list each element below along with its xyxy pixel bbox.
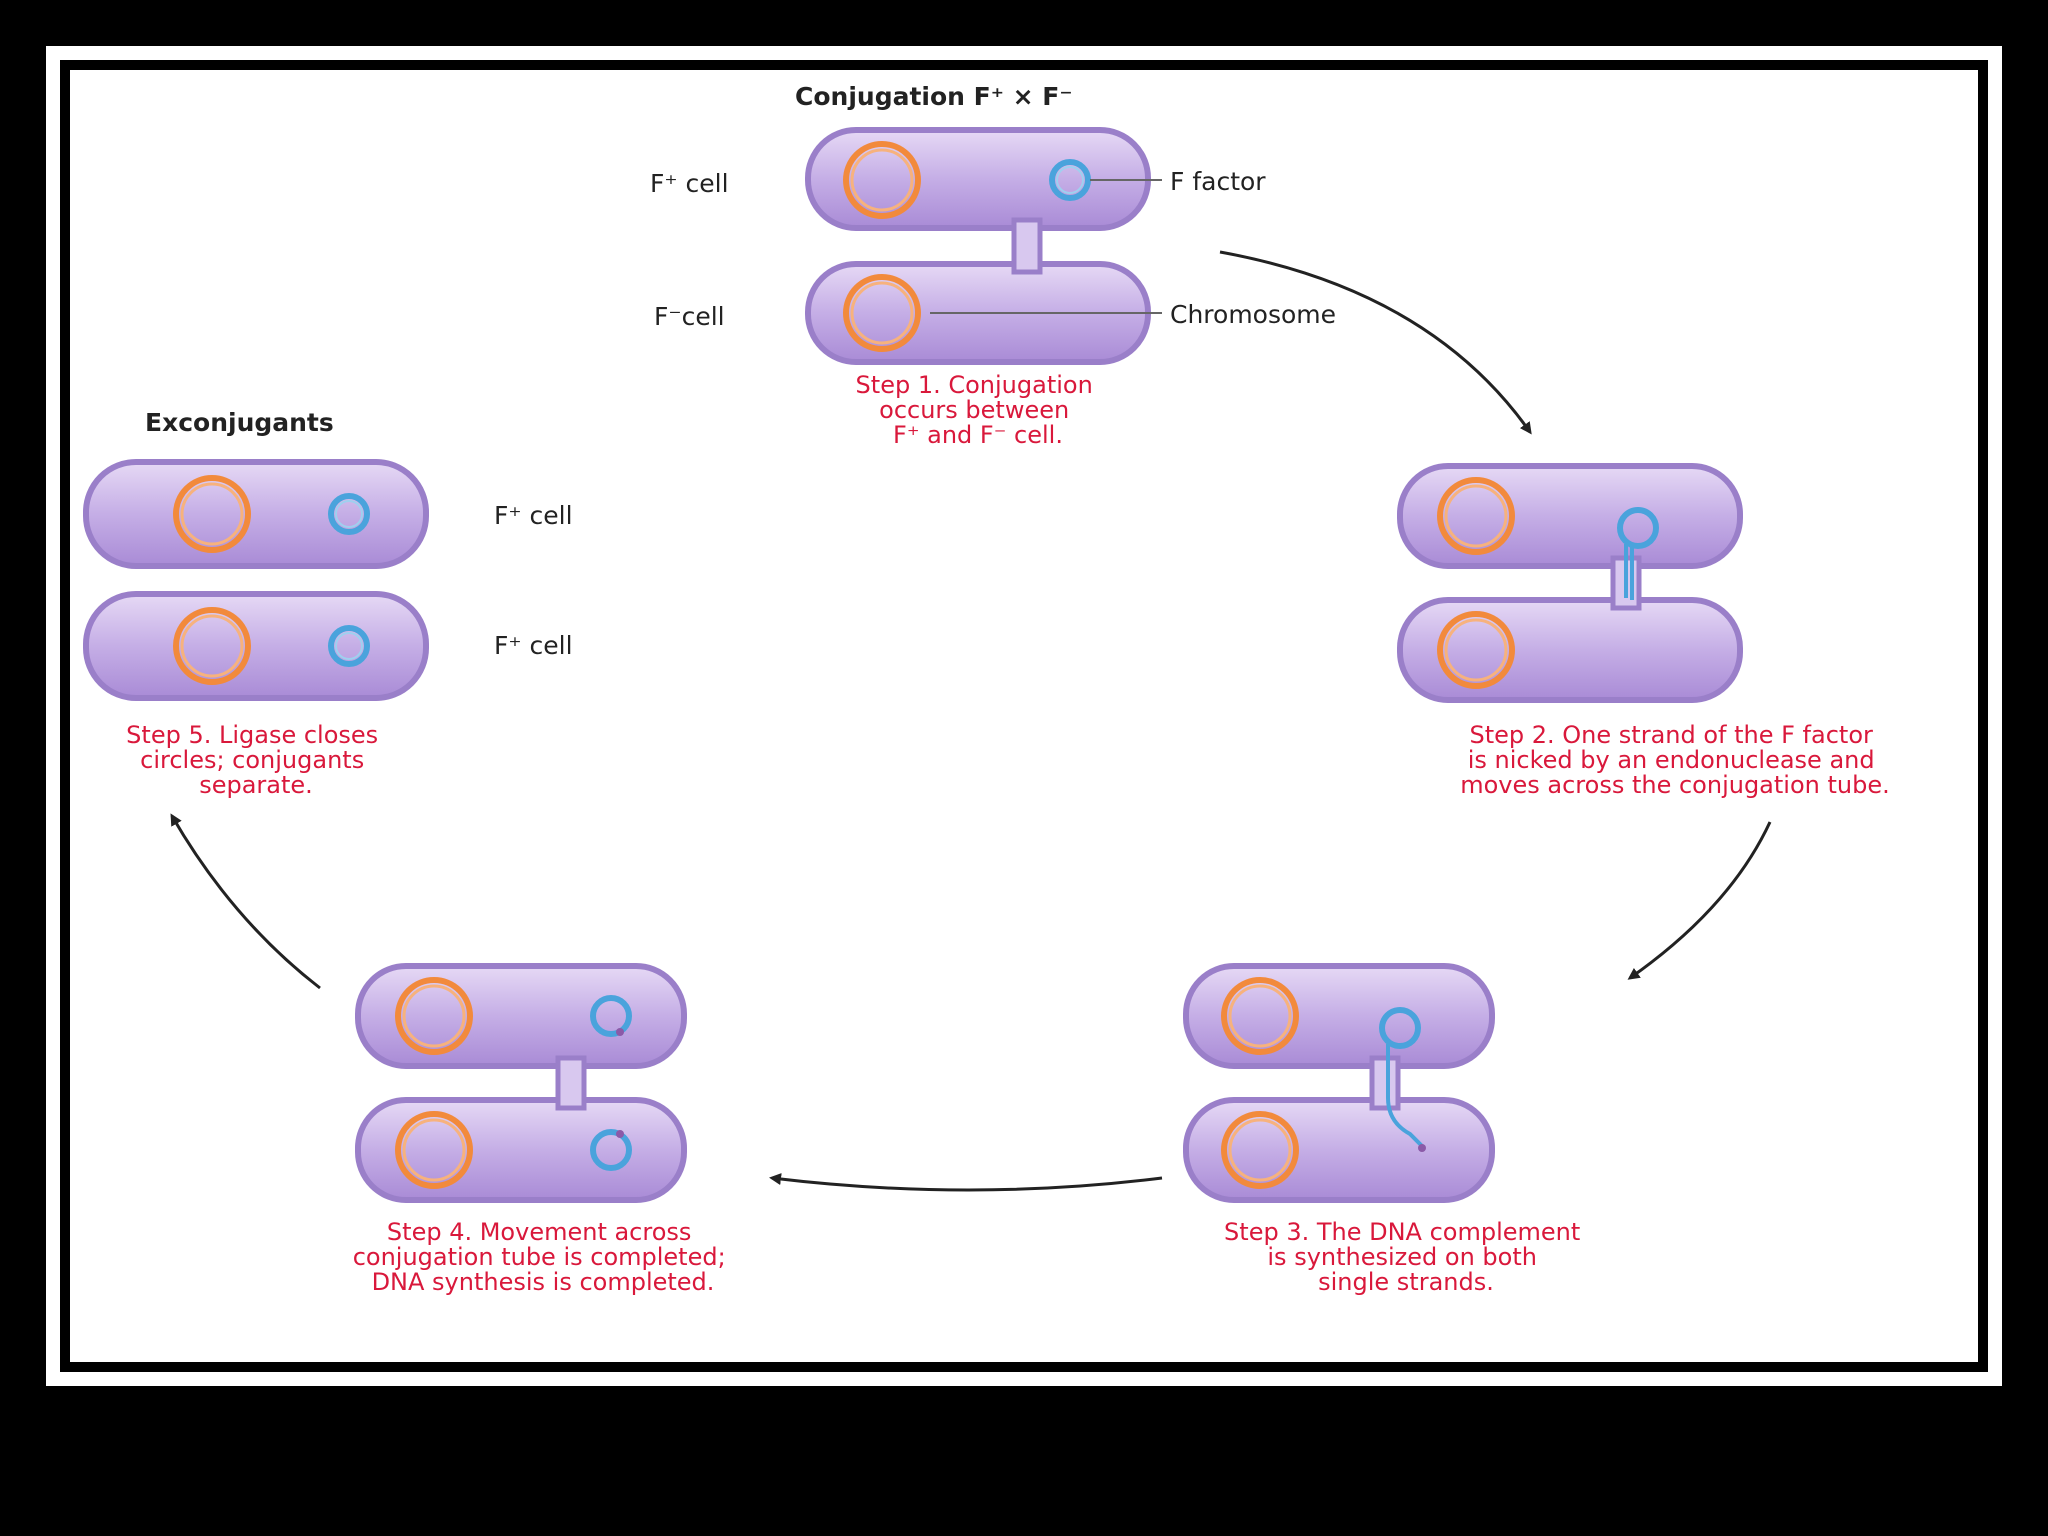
- step5-caption: Step 5. Ligase closes circles; conjugant…: [126, 721, 386, 799]
- step2-cell-pair: [1397, 463, 1743, 703]
- chromosome-icon: [1221, 1111, 1299, 1189]
- label-exconjugant-cell-2: F⁺ cell: [494, 631, 573, 660]
- diagram-canvas: Conjugation F⁺ × F⁻ F⁺ cell F⁻cell F fac…: [70, 70, 1978, 1362]
- recipient-cell: [355, 1097, 687, 1203]
- exconjugant-cell: [83, 591, 429, 701]
- transferring-strand: [1386, 1044, 1424, 1148]
- step3-cell-pair: [1183, 963, 1495, 1203]
- plasmid-icon: [590, 995, 632, 1037]
- donor-cell: [1183, 963, 1495, 1069]
- donor-cell: [1397, 463, 1743, 569]
- step2-caption: Step 2. One strand of the F factor is ni…: [1460, 721, 1890, 799]
- plasmid-icon: [328, 625, 370, 667]
- chromosome-icon: [1221, 977, 1299, 1055]
- plasmid-icon: [1379, 1007, 1421, 1049]
- exconjugant-cell: [83, 459, 429, 569]
- chromosome-icon: [173, 475, 251, 553]
- donor-cell: [355, 963, 687, 1069]
- transferring-strand: [1624, 544, 1634, 600]
- chromosome-icon: [843, 141, 921, 219]
- label-exconjugant-cell-1: F⁺ cell: [494, 501, 573, 530]
- label-chromosome: Chromosome: [1170, 300, 1336, 329]
- arrow-step3-to-step4: [769, 1173, 1163, 1192]
- conjugation-tube: [1011, 217, 1043, 275]
- chromosome-icon: [173, 607, 251, 685]
- chromosome-icon: [395, 1111, 473, 1189]
- step5-cell-pair: [83, 459, 429, 701]
- plasmid-icon: [590, 1129, 632, 1171]
- step4-caption: Step 4. Movement across conjugation tube…: [353, 1218, 734, 1296]
- plasmid-icon: [1617, 507, 1659, 549]
- recipient-cell: [1397, 597, 1743, 703]
- step1-cell-pair: [805, 127, 1151, 365]
- chromosome-icon: [843, 274, 921, 352]
- exconjugants-heading: Exconjugants: [145, 408, 334, 437]
- conjugation-diagram: Conjugation F⁺ × F⁻ F⁺ cell F⁻cell F fac…: [83, 82, 1890, 1296]
- chromosome-icon: [395, 977, 473, 1055]
- recipient-cell: [1183, 1097, 1495, 1203]
- chromosome-icon: [1437, 477, 1515, 555]
- step4-cell-pair: [355, 963, 687, 1203]
- label-f-minus-cell: F⁻cell: [654, 302, 725, 331]
- conjugation-tube: [555, 1055, 587, 1111]
- step1-caption: Step 1. Conjugation occurs between F⁺ an…: [856, 371, 1101, 449]
- arrow-step4-to-step5: [170, 813, 321, 990]
- arrow-step2-to-step3: [1627, 821, 1772, 980]
- label-f-plus-cell: F⁺ cell: [650, 169, 729, 198]
- label-f-factor: F factor: [1170, 167, 1266, 196]
- step3-caption: Step 3. The DNA complement is synthesize…: [1224, 1218, 1588, 1296]
- plasmid-icon: [328, 493, 370, 535]
- conjugation-tube: [1369, 1055, 1401, 1111]
- diagram-title: Conjugation F⁺ × F⁻: [795, 82, 1073, 111]
- arrow-step1-to-step2: [1219, 250, 1532, 435]
- chromosome-icon: [1437, 611, 1515, 689]
- plasmid-icon: [1049, 159, 1091, 201]
